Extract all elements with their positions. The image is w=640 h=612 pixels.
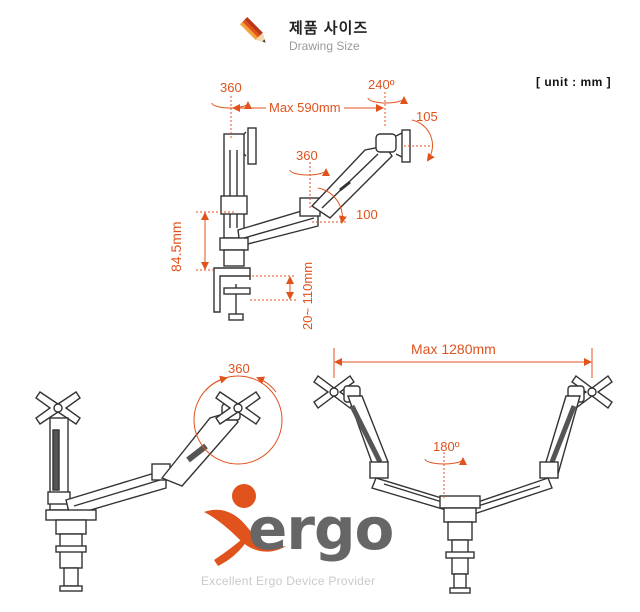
rotation-180-label: 180º <box>433 439 460 454</box>
section-subtitle: Drawing Size <box>289 39 360 53</box>
brand-logo: ergo <box>248 495 394 563</box>
tilt-105-label: 105 <box>416 109 438 124</box>
rotation-360-top-label: 360 <box>220 80 242 95</box>
brand-tagline: Excellent Ergo Device Provider <box>201 574 376 588</box>
rotation-360-mid-label: 360 <box>296 148 318 163</box>
max-590-label: Max 590mm <box>266 100 344 115</box>
single-arm-diagram <box>35 391 261 592</box>
dual-arm-dimension-lines <box>333 348 593 500</box>
unit-label: [ unit : mm ] <box>536 75 612 89</box>
brand-logo-figure <box>204 484 286 566</box>
pencil-icon <box>237 14 273 50</box>
tilt-100-label: 100 <box>356 207 378 222</box>
section-title: 제품 사이즈 <box>289 20 369 37</box>
dual-arm-diagram <box>313 374 613 594</box>
max-1280-label: Max 1280mm <box>408 341 499 357</box>
single-arm-rotation <box>193 375 283 465</box>
clamp-range-label: 20~ 110mm <box>300 261 315 330</box>
rotation-360-panel-label: 360 <box>228 361 250 376</box>
height-845-label: 84.5mm <box>168 221 184 272</box>
rotation-240-label: 240º <box>368 77 395 92</box>
